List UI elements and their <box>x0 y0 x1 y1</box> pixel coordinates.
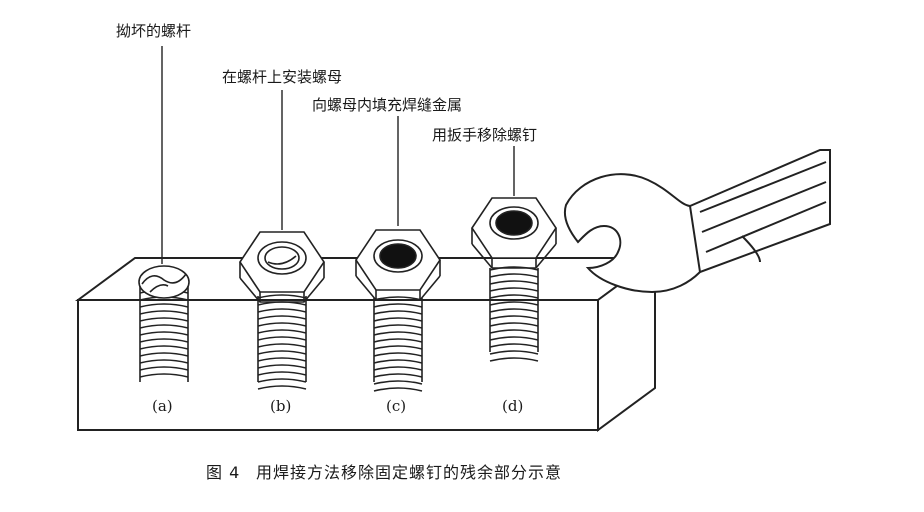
figure-caption: 用焊接方法移除固定螺钉的残余部分示意 <box>256 463 562 482</box>
leader-lines <box>161 46 515 264</box>
label-d: 用扳手移除螺钉 <box>432 126 537 144</box>
label-a: 拗坏的螺杆 <box>116 22 191 40</box>
label-c: 向螺母内填充焊缝金属 <box>312 96 462 114</box>
nut-with-weld-c <box>355 229 441 392</box>
sublabel-b: (b) <box>270 397 291 415</box>
wrench-icon <box>564 149 831 294</box>
nut-on-screw-b <box>239 231 325 390</box>
label-b: 在螺杆上安装螺母 <box>222 68 342 86</box>
broken-screw-a <box>138 265 190 382</box>
sublabel-a: (a) <box>152 397 173 415</box>
sublabel-d: (d) <box>502 397 523 415</box>
nut-with-weld-d <box>471 197 557 362</box>
figure-number: 图 4 <box>206 463 240 482</box>
sublabel-c: (c) <box>386 397 406 415</box>
